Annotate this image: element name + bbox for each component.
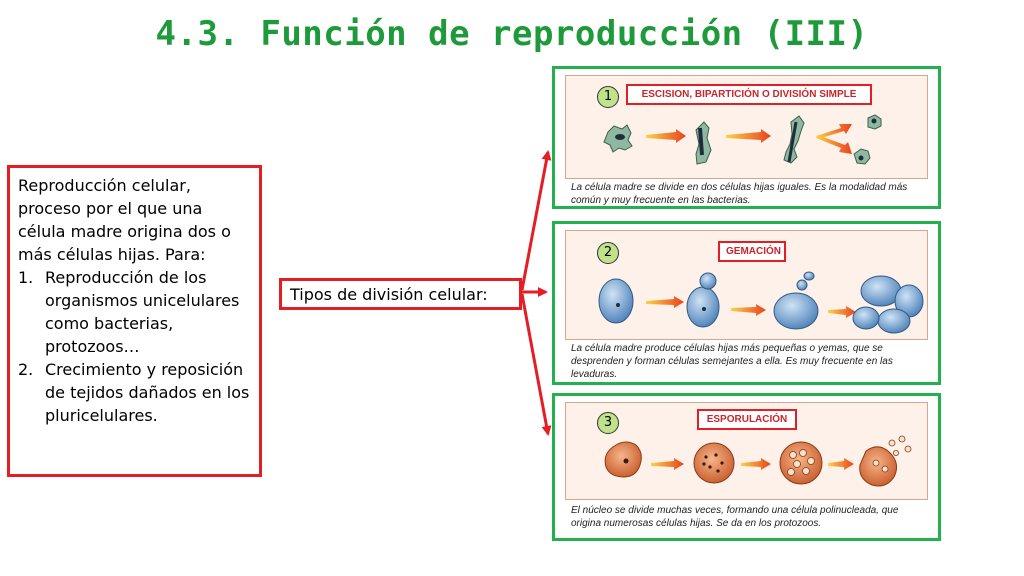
panel-label: GEMACIÓN <box>718 241 786 262</box>
definition-intro: Reproducción celular, proceso por el que… <box>18 176 231 264</box>
budding-illustration <box>598 271 924 334</box>
list-number: 1. <box>18 268 34 287</box>
panel-sporulation: 3 ESPORULACIÓN <box>552 393 941 541</box>
list-text: Reproducción de los organismos unicelula… <box>45 268 240 356</box>
illustration-area: 2 GEMACIÓN <box>565 230 928 340</box>
arrow-to-panel-1 <box>520 150 552 291</box>
division-types-box: Tipos de división celular: <box>279 278 522 310</box>
panel-number-badge: 3 <box>597 412 619 434</box>
panel-number-badge: 2 <box>597 242 619 264</box>
panel-caption: La célula madre produce células hijas má… <box>571 343 893 380</box>
list-item: 2. Crecimiento y reposición de tejidos d… <box>18 358 251 427</box>
illustration-area: 1 ESCISION, BIPARTICIÓN O DIVISIÓN SIMPL… <box>565 75 928 179</box>
list-item: 1. Reproducción de los organismos unicel… <box>18 266 251 358</box>
panel-binary-fission: 1 ESCISION, BIPARTICIÓN O DIVISIÓN SIMPL… <box>552 66 941 209</box>
illustration-area: 3 ESPORULACIÓN <box>565 402 928 500</box>
panel-label: ESPORULACIÓN <box>697 409 797 430</box>
purpose-list: 1. Reproducción de los organismos unicel… <box>18 266 251 427</box>
slide-title: 4.3. Función de reproducción (III) <box>155 14 869 54</box>
arrow-to-panel-3 <box>520 293 552 436</box>
list-text: Crecimiento y reposición de tejidos daña… <box>45 360 250 425</box>
sporulation-illustration <box>604 435 912 487</box>
definition-box: Reproducción celular, proceso por el que… <box>7 165 262 477</box>
panel-label: ESCISION, BIPARTICIÓN O DIVISIÓN SIMPLE <box>626 84 872 105</box>
panel-caption: La célula madre se divide en dos células… <box>571 182 908 206</box>
panel-caption: El núcleo se divide muchas veces, forman… <box>571 505 899 529</box>
panel-budding: 2 GEMACIÓN La célula madre produce célul… <box>552 221 941 385</box>
binary-fission-illustration <box>603 114 882 165</box>
panel-number-badge: 1 <box>597 86 619 108</box>
list-number: 2. <box>18 360 34 379</box>
